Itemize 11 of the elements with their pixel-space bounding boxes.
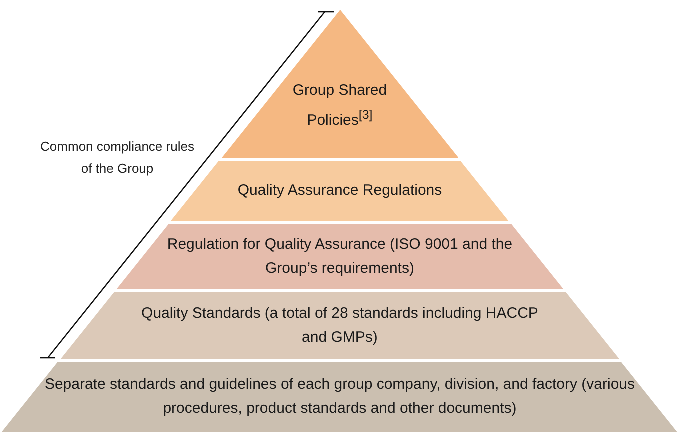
pyramid-layer	[2, 362, 678, 432]
layer-text: Quality Assurance Regulations	[236, 181, 444, 201]
pyramid-layer	[171, 161, 509, 221]
pyramid-top-triangle	[222, 10, 458, 158]
layer-text: Quality Standards (a total of 28 standards including HACCP and GMPs)	[140, 304, 540, 348]
bracket-caption: Common compliance rules of the Group	[40, 138, 195, 178]
layer-text: Group Shared Policies$^{[3]}$	[292, 81, 388, 131]
layer-text: Regulation for Quality Assurance (ISO 9001 and the Group’s requirements)	[166, 234, 514, 278]
layer-text: Separate standards and guidelines of each group company, division, and factory (various procedures, product standards and other documents)	[44, 375, 636, 419]
pyramid-layer	[60, 292, 620, 359]
pyramid-layer	[116, 224, 564, 289]
